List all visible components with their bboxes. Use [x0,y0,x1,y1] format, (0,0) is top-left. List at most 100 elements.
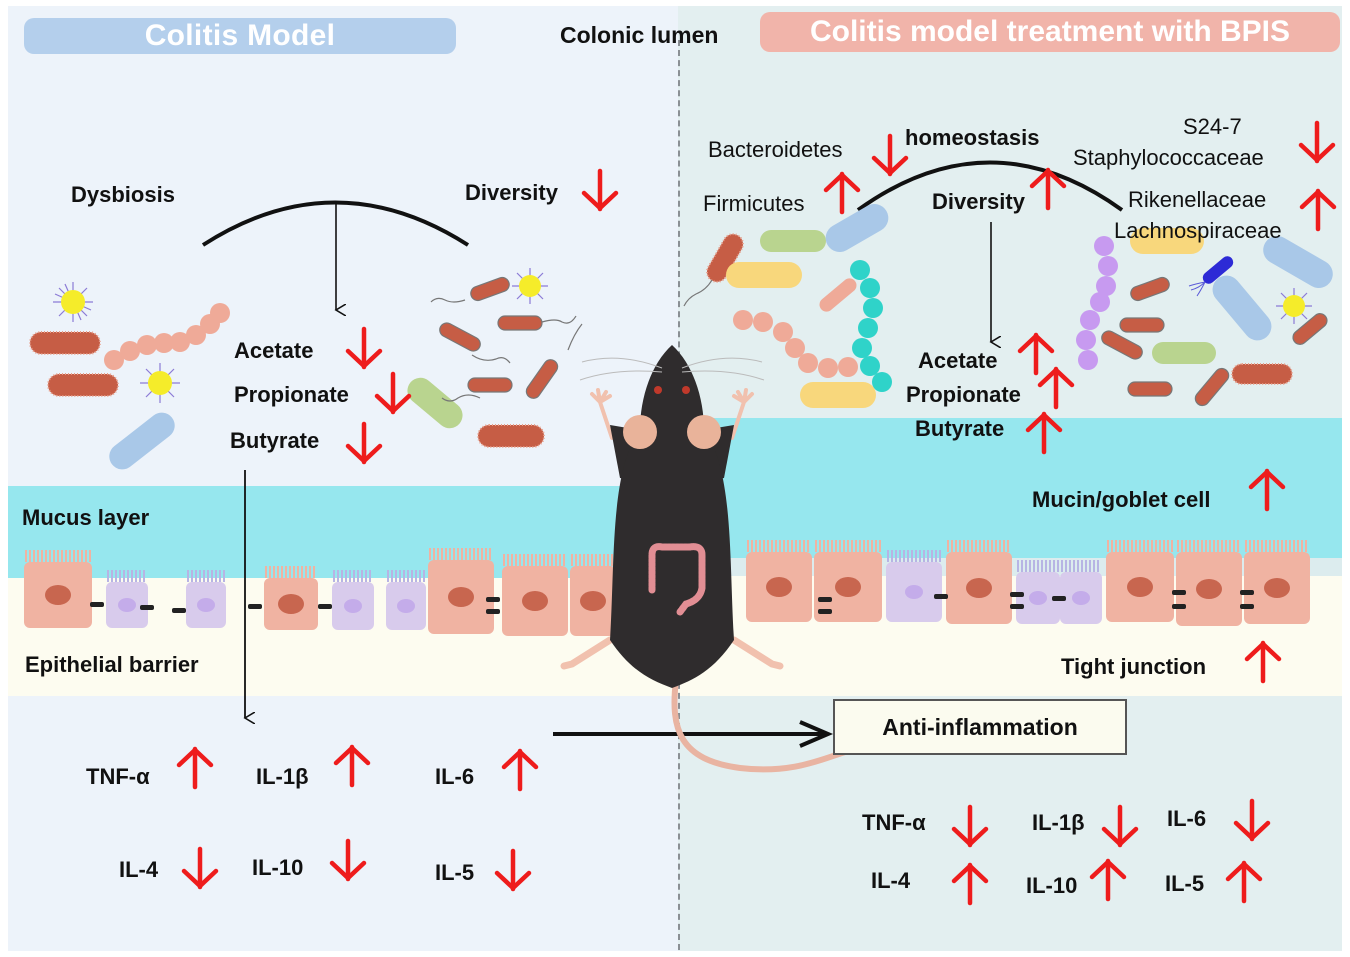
up-arrow-icon [1037,366,1075,410]
right-diversity-label: Diversity [932,189,1025,214]
up-arrow-icon [951,862,989,906]
firmicutes-label: Firmicutes [703,191,805,216]
tight-junction-icon [1010,604,1024,609]
up-arrow-icon [1225,860,1263,904]
yellow-coccus-icon [512,268,548,304]
left-cytokine-il-5: IL-5 [435,860,475,885]
green-rod-bacterium-icon [760,230,826,252]
left-butyrate-label: Butyrate [230,428,320,453]
bpis-treatment-title: Colitis model treatment with BPIS [760,12,1340,52]
left-cytokine-il-6: IL-6 [435,764,475,789]
tight-junction-icon [90,602,104,607]
tight-junction-icon [1172,590,1186,595]
goblet-cell-icon [106,570,148,628]
enterocyte-cell-icon [1176,540,1242,626]
tight-junction-icon [1172,604,1186,609]
up-arrow-icon [501,748,539,792]
homeostasis-arc [856,160,1124,212]
enterocyte-cell-icon [428,548,494,634]
down-arrow-icon [1101,804,1139,848]
left-cytokine-il-1beta: IL-1β [256,764,309,789]
up-arrow-icon [1025,411,1063,455]
right-cytokine-tnf-alpha: TNF-α [862,810,926,835]
enterocyte-cell-icon [264,566,318,630]
down-arrow-icon [374,371,412,415]
colitis-model-title: Colitis Model [24,18,456,54]
down-arrow-icon [1298,120,1336,164]
down-arrow-icon [871,133,909,177]
tight-junction-label: Tight junction [1061,654,1207,679]
right-propionate-label: Propionate [906,382,1021,407]
tight-junction-icon [486,609,500,614]
up-arrow-icon [823,171,861,215]
blue-rod-bacterium-icon [1212,275,1272,341]
hairy-rod-bacterium-icon [1231,363,1293,385]
down-arrow-icon [581,168,619,212]
goblet-cell-icon [386,570,426,630]
up-arrow-icon [1017,332,1055,376]
anti-inflammation-box: Anti-inflammation [833,699,1127,755]
yellow-rod-bacterium-icon [726,262,802,288]
s24-7-label: S24-7 [1183,114,1242,139]
tight-junction-icon [248,604,262,609]
goblet-cell-icon [332,570,374,630]
teal-coccus-chain-icon [850,260,892,392]
up-arrow-icon [1244,640,1282,684]
tight-junction-icon [1052,596,1066,601]
mucus-layer-band-right [678,418,1342,558]
up-arrow-icon [1089,858,1127,902]
mucus-layer-label: Mucus layer [22,505,150,530]
flagellated-rod-bacterium-icon [1101,276,1328,407]
down-arrow-icon [494,848,532,892]
tight-junction-icon [818,609,832,614]
colonic-lumen-label: Colonic lumen [560,22,719,48]
enterocyte-cell-icon [746,540,812,622]
mouse-colon-icon [648,543,706,616]
enterocyte-cell-icon [24,550,92,628]
yellow-coccus-icon [53,282,93,322]
right-acetate-label: Acetate [918,348,998,373]
down-arrow-icon [345,326,383,370]
goblet-cell-icon [186,570,226,628]
enterocyte-cell-icon [946,540,1012,624]
yellow-rod-bacterium-icon [800,382,876,408]
left-cytokine-tnf-alpha: TNF-α [86,764,150,789]
mouse-tail [671,677,848,773]
left-propionate-label: Propionate [234,382,349,407]
tight-junction-icon [140,605,154,610]
down-arrow-icon [1233,798,1271,842]
right-bacteria-cluster [683,204,1333,408]
homeostasis-label: homeostasis [905,125,1040,150]
mouse-illustration [560,345,848,773]
enterocyte-cell-icon [1244,540,1310,624]
right-cytokine-il-6: IL-6 [1167,806,1207,831]
right-cytokine-il-1beta: IL-1β [1032,810,1085,835]
tight-junction-icon [1240,590,1254,595]
rikenellaceae-label: Rikenellaceae [1128,187,1267,212]
left-bacteria-cluster [29,268,583,470]
blue-rod-bacterium-icon [825,204,889,252]
hairy-rod-bacterium-icon [477,424,545,448]
colitis-model-panel [8,6,678,951]
mouse-ear [687,415,721,449]
lachnospiraceae-label: Lachnospiraceae [1114,218,1282,243]
streptococcus-chain-icon [104,303,230,370]
right-cytokine-il-10: IL-10 [1026,873,1078,898]
tight-junction-icon [934,594,948,599]
flagellated-rod-bacterium-icon [430,276,583,402]
up-arrow-icon [1299,188,1337,232]
green-rod-bacterium-icon [1152,342,1216,364]
bacteroidetes-label: Bacteroidetes [708,137,843,162]
up-arrow-icon [333,744,371,788]
mouse-ear [623,415,657,449]
left-cytokine-il-4: IL-4 [119,857,159,882]
streptococcus-chain-icon [733,310,858,378]
right-cytokine-il-5: IL-5 [1165,871,1205,896]
enterocyte-cell-icon [570,554,616,636]
tight-junction-icon [1010,592,1024,597]
blue-flagellated-bacterium-icon [1202,256,1234,284]
staphylococcaceae-label: Staphylococcaceae [1073,145,1264,170]
blue-rod-bacterium-icon [1263,236,1333,288]
up-arrow-icon [1248,468,1286,512]
